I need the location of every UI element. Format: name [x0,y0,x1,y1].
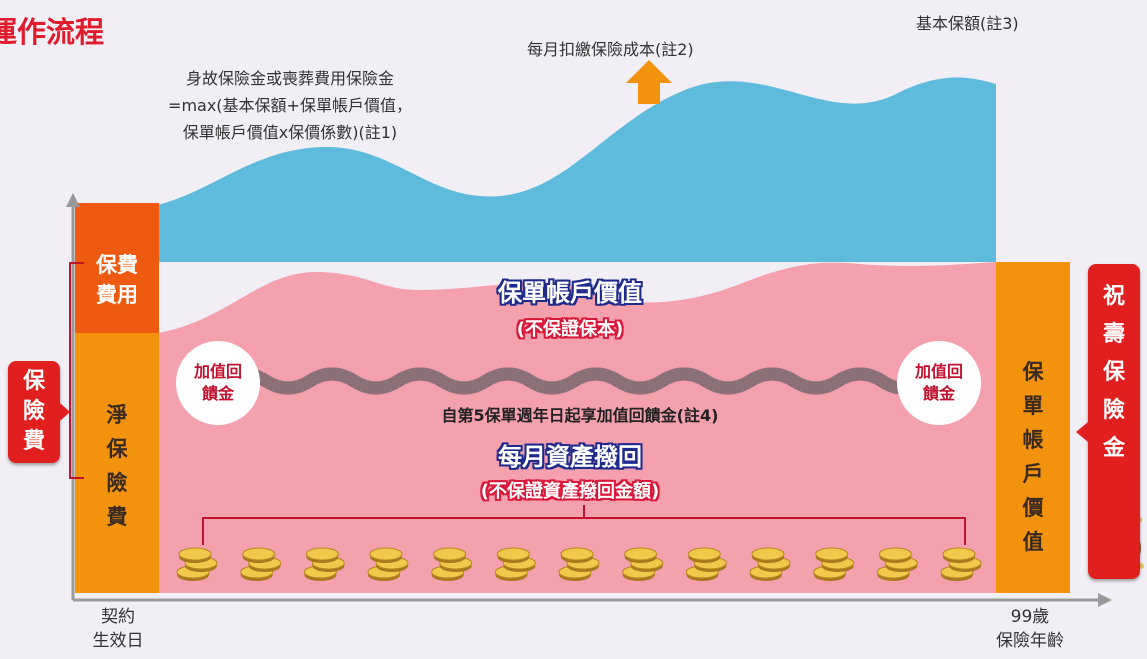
axis-end-label: 99歲 保險年齡 [975,605,1085,653]
premium-expense-label: 保費費用 [75,250,159,310]
axis-end-line2: 保險年齡 [996,631,1064,651]
survival-benefit-text: 祝壽保險金 [1102,284,1125,461]
account-value-title: 保單帳戶價值 [498,279,642,307]
bonus-circle-left: 加值回饋金 [176,341,260,425]
coin-stack-icon [749,547,791,581]
bonus-right-text: 加值回饋金 [914,362,963,403]
coin-stack-icon [813,547,855,581]
death-benefit-line2: =max(基本保額+保單帳戶價值， [168,96,412,115]
account-value-subtitle: (不保證保本) [516,319,624,340]
x-axis-arrow [1098,593,1112,607]
premium-bracket [69,262,84,479]
bonus-wave [215,367,919,395]
survival-benefit-label: 祝壽保險金 [1088,278,1140,468]
coins-row [176,547,982,581]
asset-return-title: 每月資產撥回 [498,443,642,471]
premium-expense-box [75,203,159,333]
account-value-column [996,262,1070,593]
coin-stack-icon [367,547,409,581]
coin-stack-icon [876,547,918,581]
coin-stack-icon [622,547,664,581]
axis-start-label: 契約 生效日 [78,605,158,653]
premium-expense-text: 保費費用 [96,253,138,307]
coin-stack-icon [431,547,473,581]
death-benefit-line1: 身故保險金或喪葬費用保險金 [185,69,394,88]
account-value-area [158,262,996,593]
death-benefit-line3: 保單帳戶價值x保價係數)(註1) [182,123,398,142]
bonus-left-text: 加值回饋金 [193,362,242,403]
basic-sum-label: 基本保額(註3) [916,14,1019,33]
y-axis-arrow [66,193,80,207]
deduction-arrow [626,60,672,104]
net-premium-label: 淨保險費 [75,398,159,534]
coin-stack-icon [176,547,218,581]
asset-return-subtitle: (不保證資產撥回金額) [480,481,660,502]
axis-start-line2: 生效日 [92,631,144,651]
coin-stack-icon [240,547,282,581]
coin-stack-icon [303,547,345,581]
account-value-vertical-text: 保單帳戶價值 [1022,360,1044,554]
net-premium-box [75,333,159,593]
premium-badge-text: 保險費 [23,369,46,454]
axis-end-line1: 99歲 [1010,607,1050,627]
page-title: 運作流程 [0,15,105,49]
death-benefit-text: 身故保險金或喪葬費用保險金 =max(基本保額+保單帳戶價值， 保單帳戶價值x保… [128,65,452,146]
net-premium-text: 淨保險費 [106,403,128,529]
axis-start-line1: 契約 [101,607,135,627]
bonus-note: 自第5保單週年日起享加值回饋金(註4) [441,406,719,425]
deduction-label: 每月扣繳保險成本(註2) [527,40,694,59]
coin-stack-icon [685,547,727,581]
survival-benefit-badge: 祝壽保險金 [1076,264,1140,579]
account-value-vertical-label: 保單帳戶價值 [996,355,1070,559]
basic-sum-area [158,77,996,262]
premium-badge: 保險費 [8,361,70,463]
coin-stack-icon [494,547,536,581]
bonus-circle-right: 加值回饋金 [897,341,981,425]
coin-stack-icon [940,547,982,581]
coin-stack-icon [558,547,600,581]
